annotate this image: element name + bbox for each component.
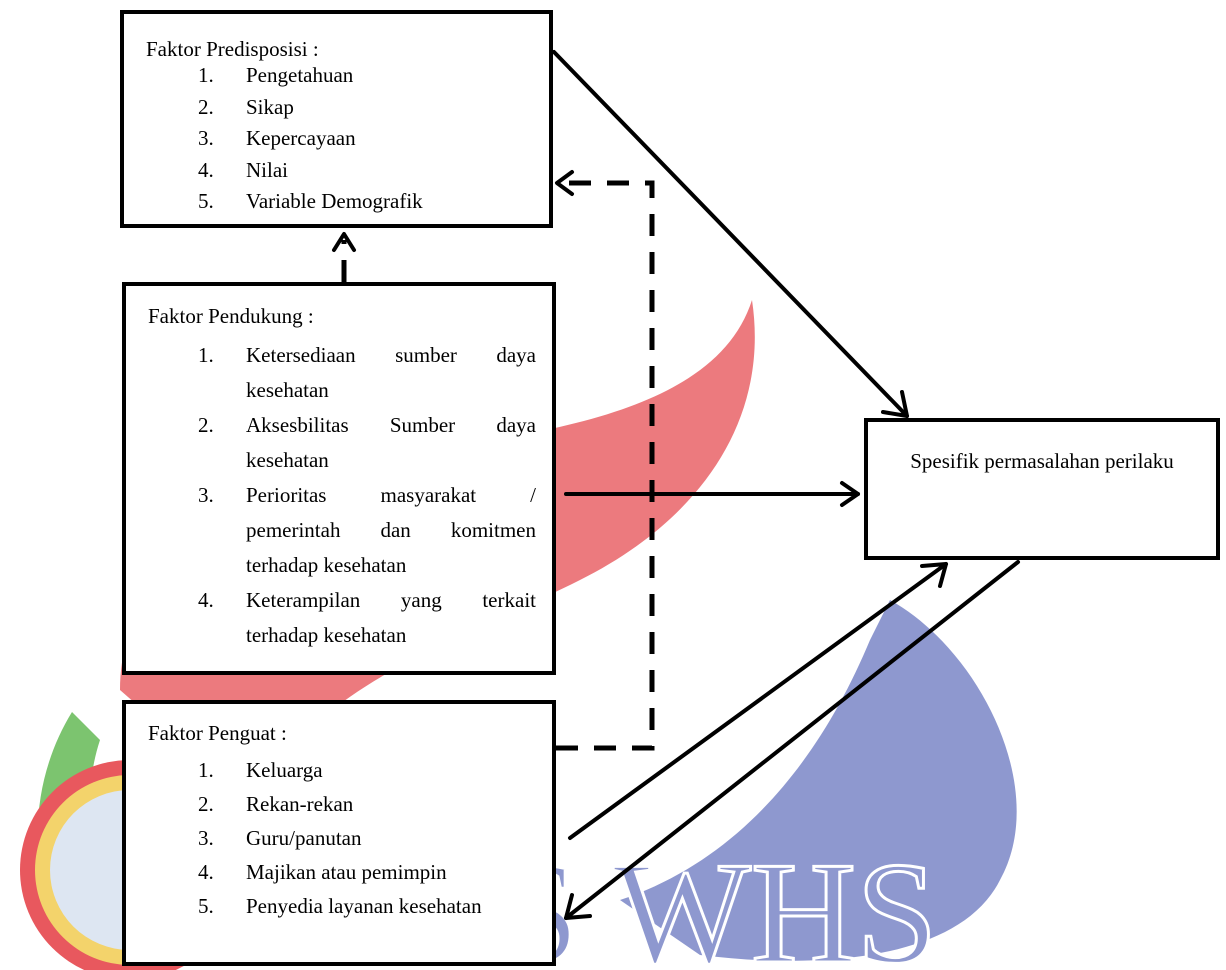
item-text: Nilai [246,157,288,182]
list-item: 1. Keluarga [198,753,536,787]
item-text: Rekan-rekan [246,792,354,816]
item-number: 1. [198,343,214,367]
list-item: 1. Pengetahuan [198,60,538,92]
item-text: Aksesbilitas Sumber daya kesehatan [246,413,536,472]
item-text: Keluarga [246,758,323,782]
watermark-blue-drop [620,600,1017,961]
list-item: 2. Aksesbilitas Sumber daya kesehatan [198,408,536,478]
list-item: 2. Rekan-rekan [198,787,536,821]
arrow-spesifik-to-penguat [564,560,1020,920]
item-number: 4. [198,157,214,182]
item-number: 1. [198,758,214,782]
box-faktor-pendukung: Faktor Pendukung : 1. Ketersediaan sumber… [122,282,556,675]
list-item: 3. Kepercayaan [198,123,538,155]
list-item: 2. Sikap [198,92,538,124]
penguat-title: Faktor Penguat : [148,721,287,745]
arrow-predisposisi-to-spesifik [552,50,909,418]
box-faktor-penguat: Faktor Penguat : 1. Keluarga 2. Rekan-reka… [122,700,556,966]
list-item: 3. Perioritas masyarakat / pemerintah dan… [198,478,536,583]
item-text: Perioritas masyarakat / pemerintah dan k… [246,483,536,577]
list-item: 3. Guru/panutan [198,821,536,855]
pendukung-list: 1. Ketersediaan sumber daya kesehatan 2. A… [198,338,536,653]
item-text: Guru/panutan [246,826,362,850]
item-number: 1. [198,63,214,87]
item-text: Sikap [246,94,294,119]
list-item: 5. Variable Demografik [198,186,538,218]
predisposisi-list: 1. Pengetahuan 2. Sikap 3. Kepercayaan 4. Ni… [198,60,538,218]
dashed-penguat-to-predisposisi [556,180,655,751]
item-number: 5. [198,894,214,918]
arrowhead-pendukung [840,481,860,507]
arrow-penguat-to-spesifik [568,562,948,840]
item-text: Variable Demografik [246,189,423,213]
item-number: 5. [198,189,214,213]
item-text: Ketersediaan sumber daya kesehatan [246,343,536,402]
item-text: Keterampilan yang terkait terhadap keseh… [246,588,536,647]
item-number: 2. [198,94,214,119]
item-number: 2. [198,413,214,437]
list-item: 4. Keterampilan yang terkait terhadap kes… [198,583,536,653]
arrowhead-dashed-left [555,170,574,196]
box-spesifik-permasalahan: Spesifik permasalahan perilaku [864,418,1220,560]
list-item: 4. Majikan atau pemimpin [198,855,536,889]
item-text: Majikan atau pemimpin [246,860,447,884]
item-number: 2. [198,792,214,816]
arrowhead-penguat [920,562,948,588]
item-text: Kepercayaan [246,126,356,150]
list-item: 1. Ketersediaan sumber daya kesehatan [198,338,536,408]
predisposisi-title: Faktor Predisposisi : [146,37,319,61]
penguat-list: 1.Keluarga 2.Rekan-rekan 3.Guru/panutan … [198,753,536,923]
item-text: Pengetahuan [246,63,354,87]
arrowhead-spesifik-feedback [564,893,592,920]
box-faktor-predisposisi: Faktor Predisposisi : 1. Pengetahuan 2. Si… [120,10,553,228]
item-number: 4. [198,860,214,884]
spesifik-label: Spesifik permasalahan perilaku [910,449,1174,473]
pendukung-title: Faktor Pendukung : [148,304,314,328]
list-item: 4. Nilai [198,155,538,187]
list-item: 5. Penyedia layanan kesehatan [198,889,536,923]
item-number: 3. [198,826,214,850]
item-text: Penyedia layanan kesehatan [246,894,482,918]
item-number: 4. [198,588,214,612]
arrowhead-predisposisi [881,390,909,418]
item-number: 3. [198,126,214,150]
item-number: 3. [198,483,214,507]
arrowhead-dashed-up [332,232,356,252]
